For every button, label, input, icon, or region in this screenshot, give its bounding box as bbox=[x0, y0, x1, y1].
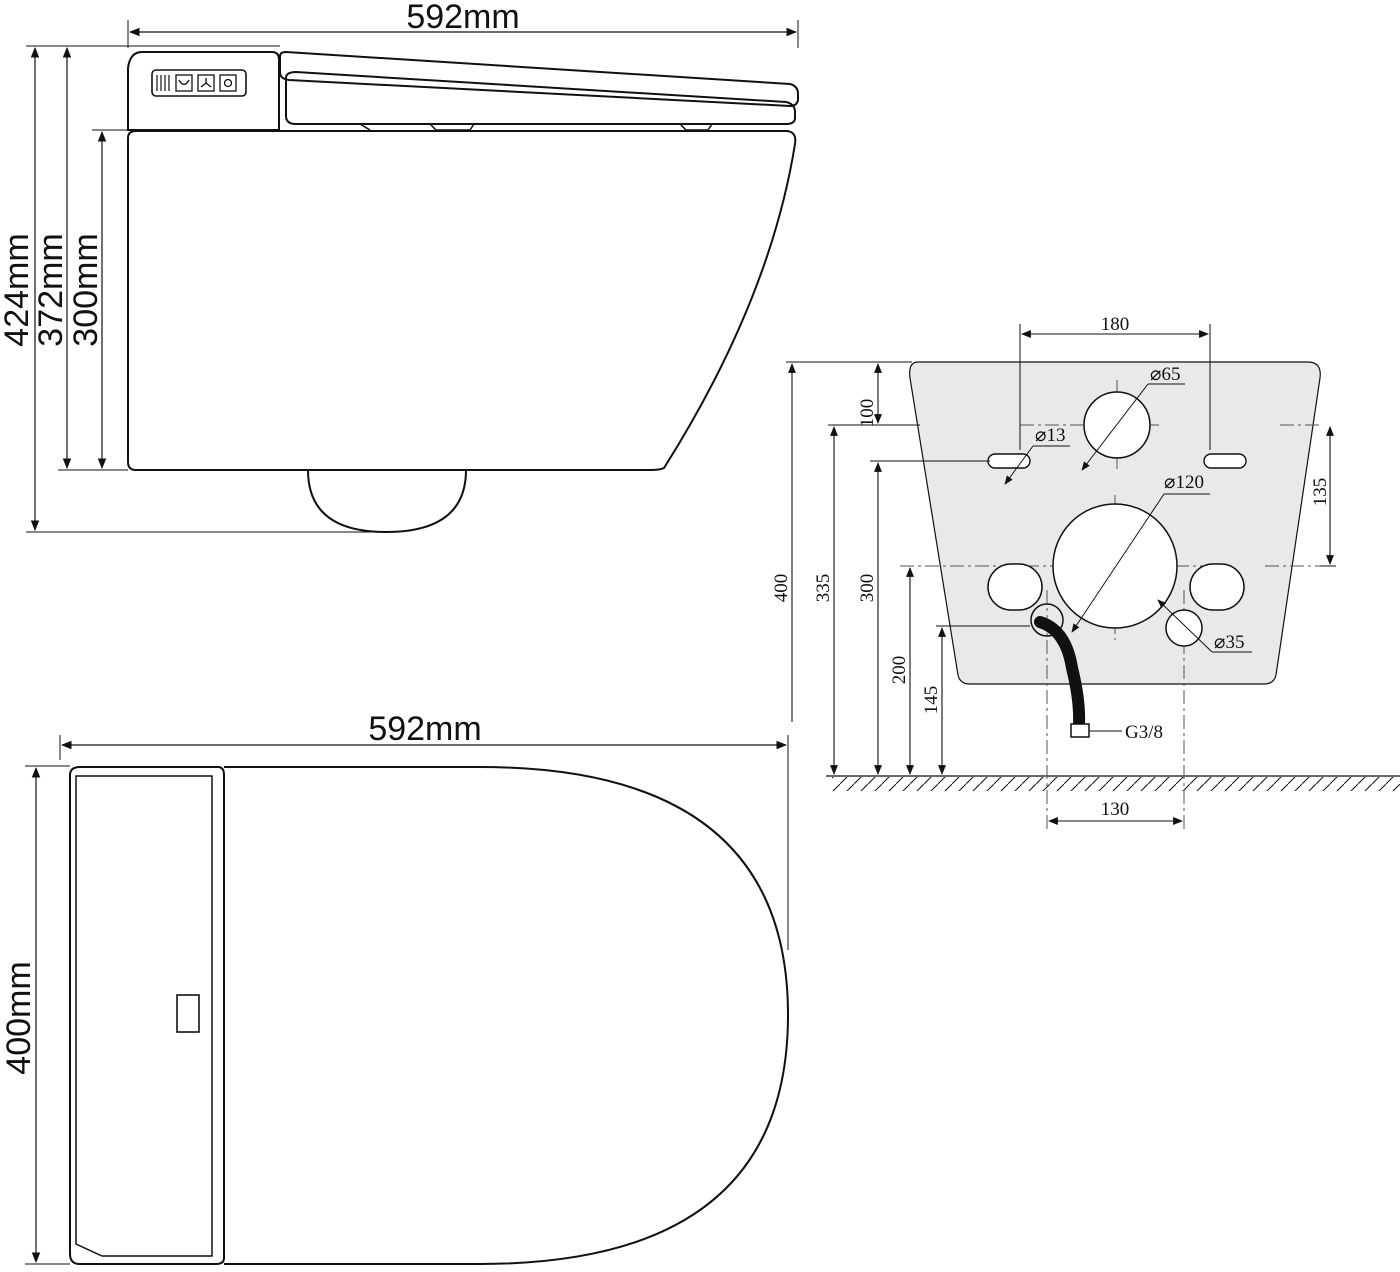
side-height-seat-label: 372mm bbox=[32, 233, 70, 346]
inlet-thread-label: G3/8 bbox=[1125, 722, 1163, 743]
top-depth-label: 400mm bbox=[0, 961, 38, 1074]
dia-65-label: ⌀65 bbox=[1150, 364, 1180, 385]
outlet-height-label: 300 bbox=[857, 574, 878, 603]
side-height-total-label: 424mm bbox=[0, 233, 36, 346]
bolt-spacing-label: 180 bbox=[1101, 314, 1130, 335]
plate-height-label: 400 bbox=[771, 574, 792, 603]
bolt-slot-right bbox=[1203, 453, 1247, 469]
inlet-spacing-label: 130 bbox=[1101, 799, 1130, 820]
right-offset-label: 135 bbox=[1310, 478, 1331, 507]
top-width-label: 592mm bbox=[368, 710, 481, 748]
side-height-bowl-label: 300mm bbox=[67, 233, 105, 346]
fan-icon[interactable] bbox=[197, 74, 215, 92]
toilet-bowl bbox=[127, 130, 797, 471]
side-hole-left bbox=[987, 563, 1043, 611]
hole-35 bbox=[1165, 609, 1203, 647]
outlet-hole-120 bbox=[1052, 503, 1178, 629]
side-width-label: 592mm bbox=[406, 0, 519, 36]
installation-plate-view: ⌀65 ⌀13 ⌀120 ⌀35 180 135 400 100 335 bbox=[771, 314, 1400, 830]
bidet-icon[interactable] bbox=[175, 74, 193, 92]
dia-35-label: ⌀35 bbox=[1214, 632, 1244, 653]
toilet-seat bbox=[285, 70, 796, 125]
toilet-lid bbox=[279, 50, 799, 108]
dia-13-label: ⌀13 bbox=[1035, 425, 1065, 446]
bolt-slot-left bbox=[987, 453, 1031, 469]
seat-top bbox=[224, 766, 790, 1265]
bowl-outlet bbox=[307, 469, 467, 534]
water-height-label: 145 bbox=[921, 686, 942, 715]
side-view: 592mm 424mm 372mm 300mm bbox=[0, 0, 799, 534]
outlet-center-label: 200 bbox=[889, 656, 910, 685]
dia-120-label: ⌀120 bbox=[1164, 472, 1204, 493]
top-view: 592mm 400mm bbox=[0, 710, 790, 1265]
bolt-to-top-label: 100 bbox=[857, 399, 878, 428]
control-panel bbox=[151, 69, 247, 97]
tank-top bbox=[69, 766, 225, 1265]
bolt-height-label: 335 bbox=[813, 574, 834, 603]
side-hole-right bbox=[1189, 563, 1245, 611]
tank-button[interactable] bbox=[176, 994, 200, 1033]
spray-icon[interactable] bbox=[219, 74, 237, 92]
